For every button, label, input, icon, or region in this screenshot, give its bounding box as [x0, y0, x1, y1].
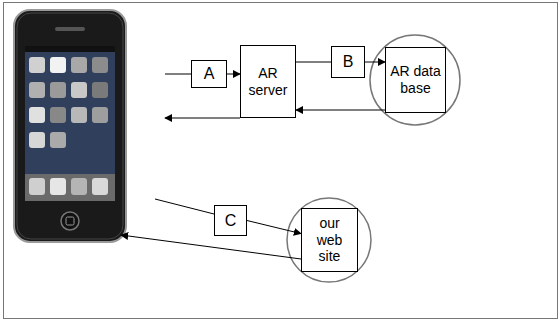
- label-box: C: [214, 205, 247, 236]
- node-text: our web site: [305, 215, 354, 265]
- label-box: A: [191, 60, 227, 88]
- node-text: B: [343, 52, 354, 71]
- return-arrow: [121, 235, 301, 259]
- node-text: A: [204, 64, 215, 83]
- server-box: AR server: [240, 45, 296, 118]
- phone-illustration: [14, 10, 126, 242]
- connector-arrow: [227, 74, 240, 75]
- phone-line: [155, 199, 214, 214]
- database-box: AR data base: [385, 47, 446, 113]
- frame: [4, 3, 558, 319]
- connector-arrow: [296, 110, 385, 111]
- label-box: B: [331, 46, 365, 78]
- connector-arrow: [365, 62, 385, 63]
- node-text: C: [225, 211, 237, 230]
- phone-line: [165, 74, 191, 75]
- node-text: AR data base: [389, 63, 442, 97]
- database-circle: [370, 35, 460, 125]
- website-box: our web site: [301, 208, 358, 272]
- return-arrow: [165, 118, 240, 119]
- connector-arrow: [247, 221, 301, 234]
- node-text: AR server: [244, 65, 292, 99]
- website-circle: [287, 198, 371, 282]
- connector-arrow: [296, 62, 331, 63]
